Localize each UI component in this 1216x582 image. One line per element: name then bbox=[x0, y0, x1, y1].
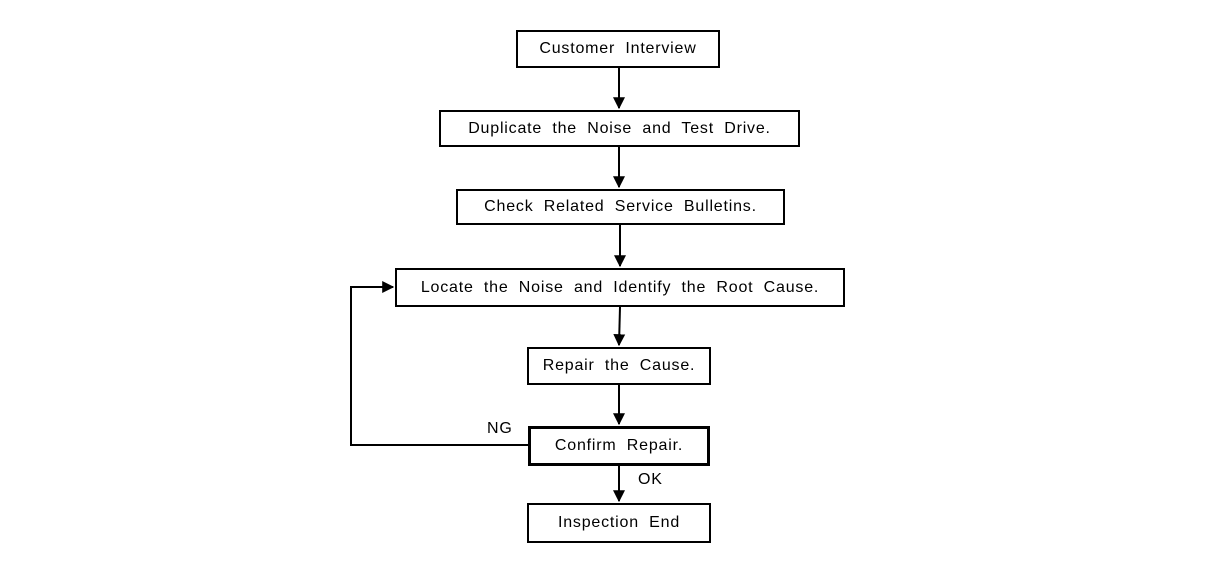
node-check-bulletins: Check Related Service Bulletins. bbox=[456, 189, 785, 225]
edge-label-ng: NG bbox=[485, 420, 515, 438]
node-duplicate-noise: Duplicate the Noise and Test Drive. bbox=[439, 110, 800, 147]
node-inspection-end: Inspection End bbox=[527, 503, 711, 543]
edge-label-ok: OK bbox=[636, 471, 665, 489]
node-customer-interview: Customer Interview bbox=[516, 30, 720, 68]
arrow-locate-to-repair bbox=[613, 306, 626, 347]
node-locate-noise: Locate the Noise and Identify the Root C… bbox=[395, 268, 845, 307]
node-repair-cause: Repair the Cause. bbox=[527, 347, 711, 385]
arrow-ng-feedback-loop bbox=[350, 281, 528, 446]
node-confirm-repair: Confirm Repair. bbox=[528, 426, 710, 466]
